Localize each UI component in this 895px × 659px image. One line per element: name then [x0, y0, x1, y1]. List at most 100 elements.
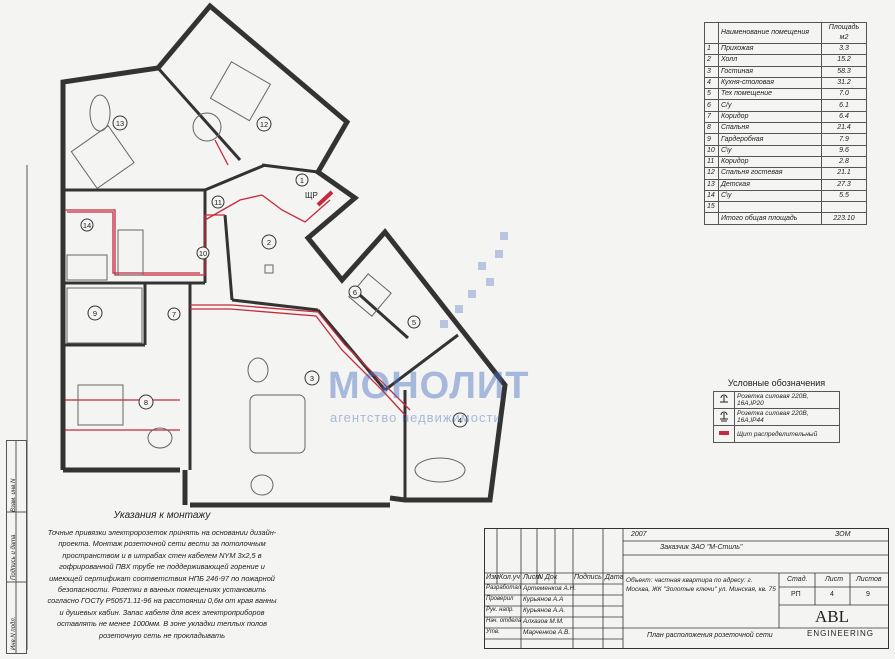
room-area: 3.3 — [821, 42, 867, 56]
legend-table: Розетка силовая 220В, 16А,IP20 Розетка с… — [713, 391, 840, 443]
room-area: 7.0 — [821, 88, 867, 101]
room-name: Детская — [718, 178, 822, 191]
room-num: 4 — [704, 76, 719, 90]
distribution-board-icon — [713, 425, 735, 443]
room-number-label: 6 — [353, 288, 357, 297]
room-number-label: 3 — [310, 374, 314, 383]
room-area: 9.6 — [821, 144, 867, 157]
room-area: 2.8 — [821, 155, 867, 169]
total-label: Итого общая площадь — [718, 212, 822, 225]
legend-label: Розетка силовая 220В, 16А,IP20 — [734, 391, 840, 409]
role-cell: Разработал — [486, 585, 521, 591]
room-area — [821, 201, 867, 214]
title-block: 2007 ЗОМ Заказчик ЗАО "М-Стиль" Изм Кол.… — [484, 528, 889, 649]
room-name: Гардеробная — [718, 133, 822, 146]
room-name: С/у — [718, 99, 822, 112]
col-header: N Док — [538, 574, 558, 581]
room-row: 15 — [704, 201, 867, 214]
room-area: 7.9 — [821, 133, 867, 146]
role-cell: Нач. отдела — [486, 618, 522, 624]
stage-label: Стад. — [787, 576, 808, 583]
room-area: 21.4 — [821, 122, 867, 135]
room-name — [718, 201, 822, 214]
room-num: 7 — [704, 110, 719, 124]
legend-row: Розетка силовая 220В, 16А,IP44 — [713, 408, 840, 426]
room-name: Коридор — [718, 155, 822, 169]
room-name: Кухня-столовая — [718, 76, 822, 90]
header-area: Площадь м2 — [821, 22, 867, 44]
year-cell: 2007 — [631, 531, 647, 538]
room-num: 2 — [704, 54, 719, 67]
room-num: 14 — [704, 189, 719, 203]
room-number-label: 5 — [412, 318, 416, 327]
room-area: 27.3 — [821, 178, 867, 191]
socket-ip44-icon — [713, 408, 735, 426]
room-num: 6 — [704, 99, 719, 112]
room-name: Гостиная — [718, 65, 822, 78]
room-num: 9 — [704, 133, 719, 146]
room-num: 13 — [704, 178, 719, 191]
col-header: Дата — [605, 574, 624, 581]
room-number-label: 11 — [214, 198, 222, 207]
col-header: Кол.уч — [499, 574, 520, 581]
mounting-notes: Указания к монтажу Точные привязки элект… — [46, 510, 278, 641]
object-cell: Объект: частная квартира по адресу: г. М… — [626, 577, 776, 593]
side-stamp-frame — [6, 440, 27, 654]
room-number-label: 10 — [199, 249, 207, 258]
room-name: С\у — [718, 144, 822, 157]
watermark-main: МОНОЛИТ — [328, 365, 530, 407]
sheets-label: Листов — [856, 576, 882, 583]
legend-row: Розетка силовая 220В, 16А,IP20 — [713, 391, 840, 409]
name-cell: Алхазов М.М. — [523, 618, 564, 625]
name-cell: Курьянов А.А — [523, 596, 564, 603]
code-cell: ЗОМ — [835, 531, 851, 538]
role-cell: Рук. напр. — [486, 607, 515, 613]
room-area: 31.2 — [821, 76, 867, 90]
legend-label: Щит распределительный — [734, 425, 840, 443]
room-name: Тех помещение — [718, 88, 822, 101]
room-num: 11 — [704, 155, 719, 169]
room-number-label: 12 — [260, 120, 268, 129]
room-num: 5 — [704, 88, 719, 101]
room-number-label: 8 — [144, 398, 148, 407]
name-cell: Курьянов А.А. — [523, 607, 566, 614]
room-num: 8 — [704, 122, 719, 135]
room-number-label: 7 — [172, 310, 176, 319]
room-area: 6.1 — [821, 99, 867, 112]
watermark-sub: агентство недвижимости — [330, 410, 502, 425]
room-number-label: 2 — [267, 238, 271, 247]
legend: Условные обозначения Розетка силовая 220… — [713, 378, 840, 443]
name-cell: Марченков А.В. — [523, 629, 571, 636]
room-table-header: Наименование помещения Площадь м2 — [704, 22, 867, 44]
room-number-label: 9 — [93, 309, 97, 318]
room-area: 58.3 — [821, 65, 867, 78]
col-header: Лист — [523, 574, 542, 581]
room-number-label: 13 — [116, 119, 124, 128]
total-value: 223.10 — [821, 212, 867, 225]
notes-title: Указания к монтажу — [113, 510, 211, 521]
room-name: С\у — [718, 189, 822, 203]
company-logo: ABL — [815, 607, 849, 626]
room-area: 15.2 — [821, 54, 867, 67]
sheet-value: 4 — [830, 591, 834, 598]
room-name: Холл — [718, 54, 822, 67]
socket-ip20-icon — [713, 391, 735, 409]
room-num: 15 — [704, 201, 719, 214]
room-name: Прихожая — [718, 42, 822, 56]
customer-cell: Заказчик ЗАО "М-Стиль" — [660, 544, 743, 551]
room-num: 3 — [704, 65, 719, 78]
